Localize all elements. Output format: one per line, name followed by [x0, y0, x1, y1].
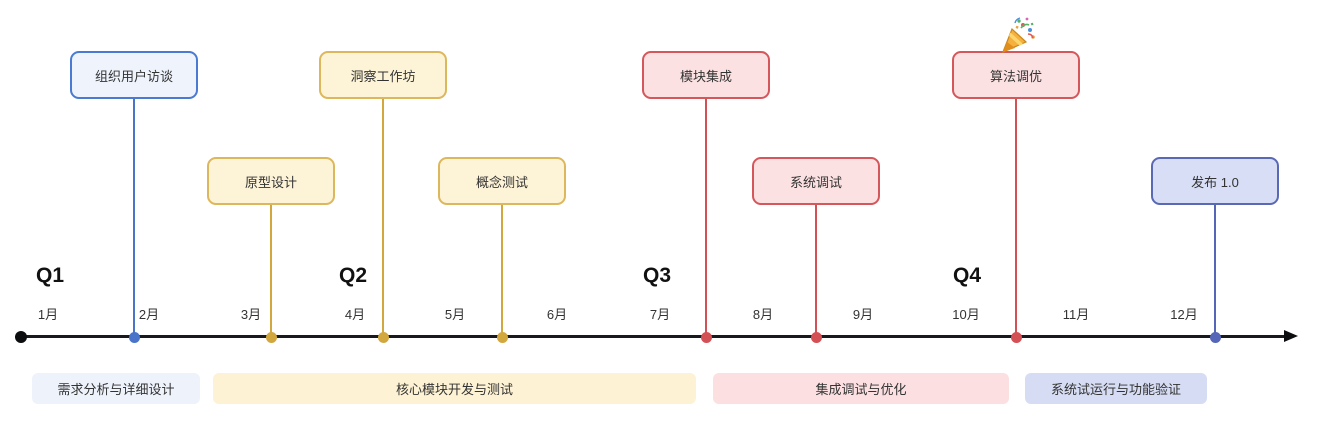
phase-label: 核心模块开发与测试 — [395, 382, 513, 397]
milestone-label: 原型设计 — [244, 174, 297, 190]
month-label: 11月 — [1062, 307, 1090, 322]
milestone-card: 洞察工作坊 — [319, 51, 447, 99]
milestone-dot — [1010, 331, 1022, 343]
month-label: 1月 — [37, 307, 59, 322]
phase-bar: 核心模块开发与测试 — [213, 373, 696, 404]
phase-bar: 系统试运行与功能验证 — [1025, 373, 1207, 404]
milestone-dot — [1209, 331, 1221, 343]
party-popper-icon — [1001, 17, 1035, 54]
quarter-label: Q3 — [642, 264, 672, 287]
milestone-card: 概念测试 — [438, 157, 566, 205]
month-label: 4月 — [344, 307, 366, 322]
milestone-dot — [496, 331, 508, 343]
phase-label: 需求分析与详细设计 — [57, 382, 175, 397]
milestone-card: 原型设计 — [207, 157, 335, 205]
milestone-label: 系统调试 — [789, 174, 842, 190]
milestone-connector — [133, 99, 135, 337]
timeline-start-dot — [15, 331, 27, 343]
milestone-connector — [815, 205, 817, 337]
month-label: 8月 — [752, 307, 774, 322]
milestone-dot — [810, 331, 822, 343]
phase-label: 集成调试与优化 — [815, 382, 907, 397]
milestone-label: 发布 1.0 — [1191, 174, 1239, 190]
milestone-dot — [377, 331, 389, 343]
milestone-dot — [700, 331, 712, 343]
month-label: 12月 — [1170, 307, 1198, 322]
timeline-axis — [21, 335, 1287, 338]
month-label: 7月 — [649, 307, 671, 322]
timeline-arrowhead-icon — [1284, 330, 1298, 342]
milestone-label: 洞察工作坊 — [350, 68, 416, 84]
milestone-dot — [128, 331, 140, 343]
quarter-label: Q4 — [952, 264, 982, 287]
milestone-label: 模块集成 — [679, 68, 732, 84]
month-label: 6月 — [546, 307, 568, 322]
month-label: 9月 — [852, 307, 874, 322]
phase-bar: 集成调试与优化 — [713, 373, 1009, 404]
milestone-card: 发布 1.0 — [1151, 157, 1279, 205]
milestone-connector — [705, 99, 707, 337]
month-label: 2月 — [138, 307, 160, 322]
milestone-card: 算法调优 — [952, 51, 1080, 99]
month-label: 10月 — [952, 307, 980, 322]
quarter-label: Q2 — [338, 264, 368, 287]
phase-label: 系统试运行与功能验证 — [1050, 382, 1181, 397]
milestone-label: 概念测试 — [475, 174, 528, 190]
milestone-card: 模块集成 — [642, 51, 770, 99]
milestone-connector — [1214, 205, 1216, 337]
milestone-connector — [501, 205, 503, 337]
milestone-card: 系统调试 — [752, 157, 880, 205]
milestone-connector — [382, 99, 384, 337]
milestone-card: 组织用户访谈 — [70, 51, 198, 99]
milestone-connector — [1015, 99, 1017, 337]
milestone-connector — [270, 205, 272, 337]
milestone-label: 算法调优 — [989, 68, 1042, 84]
month-label: 3月 — [240, 307, 262, 322]
milestone-label: 组织用户访谈 — [94, 68, 173, 84]
phase-bar: 需求分析与详细设计 — [32, 373, 200, 404]
quarter-label: Q1 — [35, 264, 65, 287]
milestone-dot — [265, 331, 277, 343]
month-label: 5月 — [444, 307, 466, 322]
